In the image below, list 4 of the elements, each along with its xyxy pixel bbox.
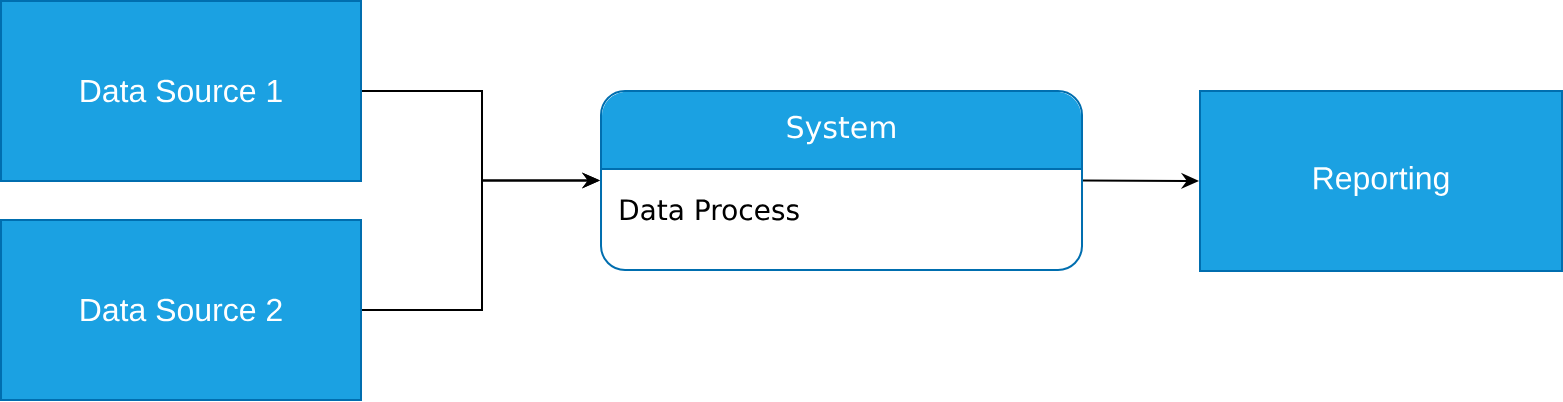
process-box: Reporting xyxy=(1199,90,1563,272)
process-box: Data Source 1 xyxy=(0,0,362,182)
container-box: System Data Process xyxy=(600,90,1083,271)
process-box: Data Source 2 xyxy=(0,219,362,401)
